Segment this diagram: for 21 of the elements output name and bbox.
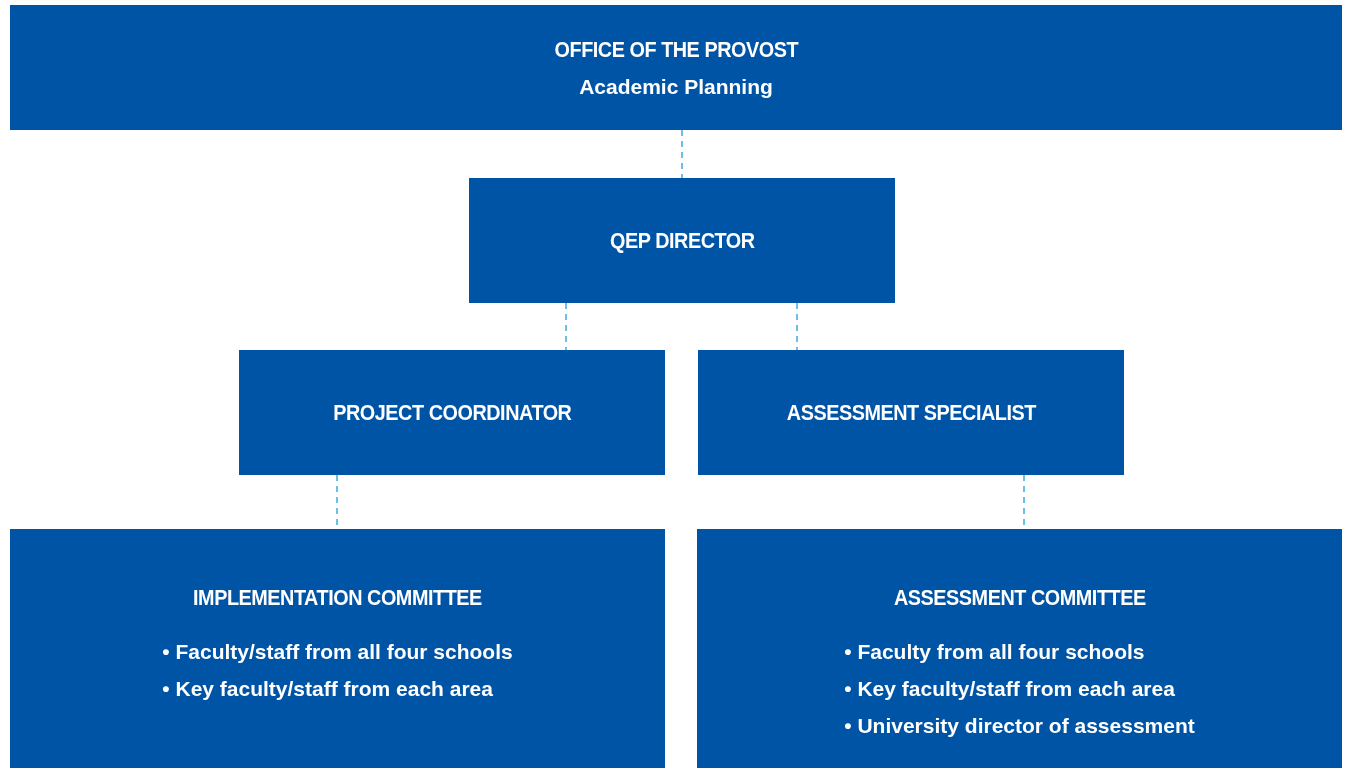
role-title: IMPLEMENTATION COMMITTEE bbox=[193, 585, 482, 611]
member-item: • Key faculty/staff from each area bbox=[162, 676, 493, 702]
org-box bbox=[698, 350, 1124, 475]
role-title: QEP DIRECTOR bbox=[609, 227, 755, 254]
member-item: • Key faculty/staff from each area bbox=[844, 676, 1175, 702]
role-title: PROJECT COORDINATOR bbox=[332, 399, 572, 426]
role-title: ASSESSMENT COMMITTEE bbox=[893, 585, 1146, 611]
org-box bbox=[10, 529, 665, 768]
member-item: • University director of assessment bbox=[844, 713, 1195, 739]
department-label: Academic Planning bbox=[579, 74, 773, 99]
org-box bbox=[469, 178, 895, 303]
org-box bbox=[697, 529, 1342, 768]
connector-line bbox=[565, 302, 567, 351]
member-item: • Faculty from all four schools bbox=[844, 639, 1145, 665]
org-box bbox=[10, 5, 1342, 130]
org-box bbox=[239, 350, 665, 475]
role-title: ASSESSMENT SPECIALIST bbox=[786, 399, 1036, 426]
connector-line bbox=[796, 302, 798, 351]
member-item: • Faculty/staff from all four schools bbox=[162, 639, 513, 665]
connector-line bbox=[681, 129, 683, 179]
role-title: OFFICE OF THE PROVOST bbox=[554, 36, 798, 63]
